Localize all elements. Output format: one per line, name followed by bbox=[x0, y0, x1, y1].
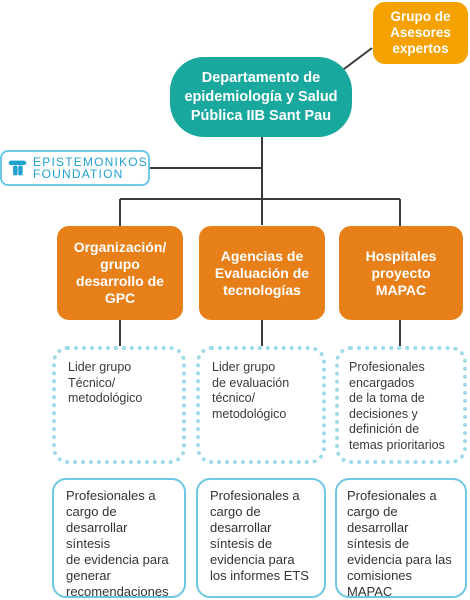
professionals-box-gpc: Profesionales a cargo de desarrollar sín… bbox=[52, 478, 186, 599]
epistemonikos-logo: EPISTEMONIKOS FOUNDATION bbox=[0, 150, 150, 186]
professionals-box-mapac: Profesionales a cargo de desarrollar sín… bbox=[335, 478, 467, 599]
leader-box-ets: Lider grupo de evaluación técnico/ metod… bbox=[196, 346, 326, 464]
logo-text-line-2: FOUNDATION bbox=[33, 167, 124, 181]
branch-box-mapac: Hospitales proyecto MAPAC bbox=[339, 226, 463, 320]
professionals-box-ets: Profesionales a cargo de desarrollar sín… bbox=[196, 478, 326, 598]
logo-text-line-1: EPISTEMONIKOS bbox=[33, 154, 148, 169]
advisors-box: Grupo de Asesores expertos bbox=[373, 2, 468, 64]
branch-box-gpc: Organización/ grupo desarrollo de GPC bbox=[57, 226, 183, 320]
leader-box-gpc: Lider grupo Técnico/ metodológico bbox=[52, 346, 186, 464]
epistemonikos-logo-icon bbox=[8, 160, 27, 176]
advisor-connector bbox=[339, 47, 373, 73]
leader-box-mapac: Profesionales encargados de la toma de d… bbox=[335, 346, 467, 464]
department-box: Departamento de epidemiología y Salud Pú… bbox=[170, 57, 352, 137]
branch-box-ets: Agencias de Evaluación de tecnologías bbox=[199, 226, 325, 320]
